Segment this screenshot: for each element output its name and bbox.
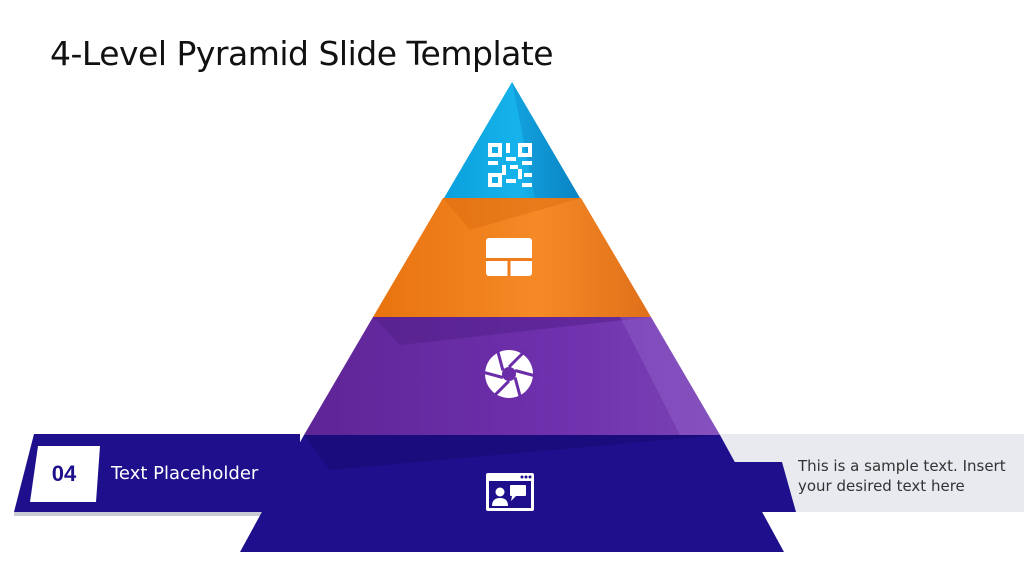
callout-description: This is a sample text. Insert your desir…: [798, 457, 1006, 495]
video-call-icon: [486, 473, 534, 511]
number-box: [30, 446, 100, 502]
description-panel: [718, 434, 1024, 512]
pyramid-level-3-facet: [373, 317, 651, 345]
pyramid-level-2-facet: [443, 198, 581, 230]
pyramid-level-4-facet: [304, 435, 720, 470]
aperture-icon: [479, 346, 539, 402]
qr-code-icon: [488, 143, 532, 187]
slide-title: 4-Level Pyramid Slide Template: [50, 34, 554, 73]
callout-banner-shadow: [14, 512, 300, 516]
pyramid-level-3-highlight: [620, 317, 720, 435]
pyramid-level-1-facet: [512, 82, 580, 198]
callout-number: 04: [51, 461, 77, 486]
layout-icon: [486, 238, 532, 276]
callout-label: Text Placeholder: [111, 463, 259, 484]
pyramid-level-1: [444, 82, 580, 198]
